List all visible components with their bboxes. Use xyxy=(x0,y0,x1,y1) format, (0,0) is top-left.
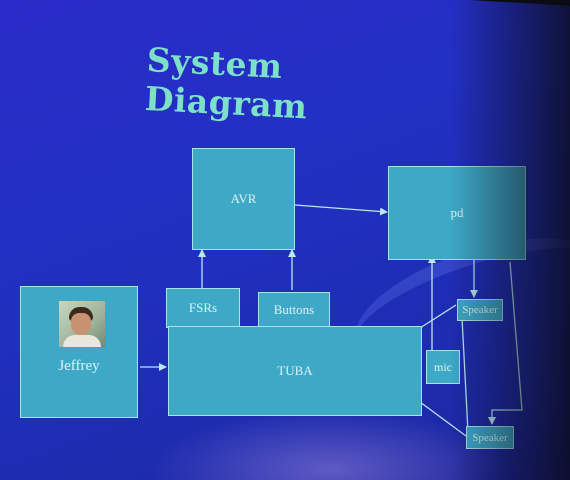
fsrs-label: FSRs xyxy=(188,300,218,315)
tuba-label: TUBA xyxy=(277,363,313,378)
fsrs-box: FSRs xyxy=(166,288,240,328)
person-photo-icon xyxy=(59,301,105,347)
speaker-top-label: Speaker xyxy=(462,304,498,316)
speaker-bottom-label: Speaker xyxy=(472,431,508,444)
buttons-label: Buttons xyxy=(273,302,315,317)
mic-box: mic xyxy=(426,350,460,384)
avr-box: AVR xyxy=(192,148,295,250)
arrow-avr-to-pd xyxy=(294,204,388,216)
pd-label: pd xyxy=(450,205,464,220)
speaker-top-box: Speaker xyxy=(457,299,503,321)
pd-box: pd xyxy=(388,166,526,260)
buttons-box: Buttons xyxy=(258,292,330,328)
mic-label: mic xyxy=(434,359,452,374)
line-speaker-link xyxy=(461,317,469,433)
jeffrey-box: Jeffrey xyxy=(20,286,138,418)
arrow-pd-to-speaker-bottom xyxy=(488,261,523,425)
line-tuba-horn-bottom xyxy=(419,401,467,437)
avr-label: AVR xyxy=(230,191,257,206)
speaker-bottom-box: Speaker xyxy=(466,426,514,449)
tuba-box: TUBA xyxy=(168,326,422,416)
line-tuba-horn-top xyxy=(419,304,457,329)
jeffrey-label: Jeffrey xyxy=(58,358,100,374)
